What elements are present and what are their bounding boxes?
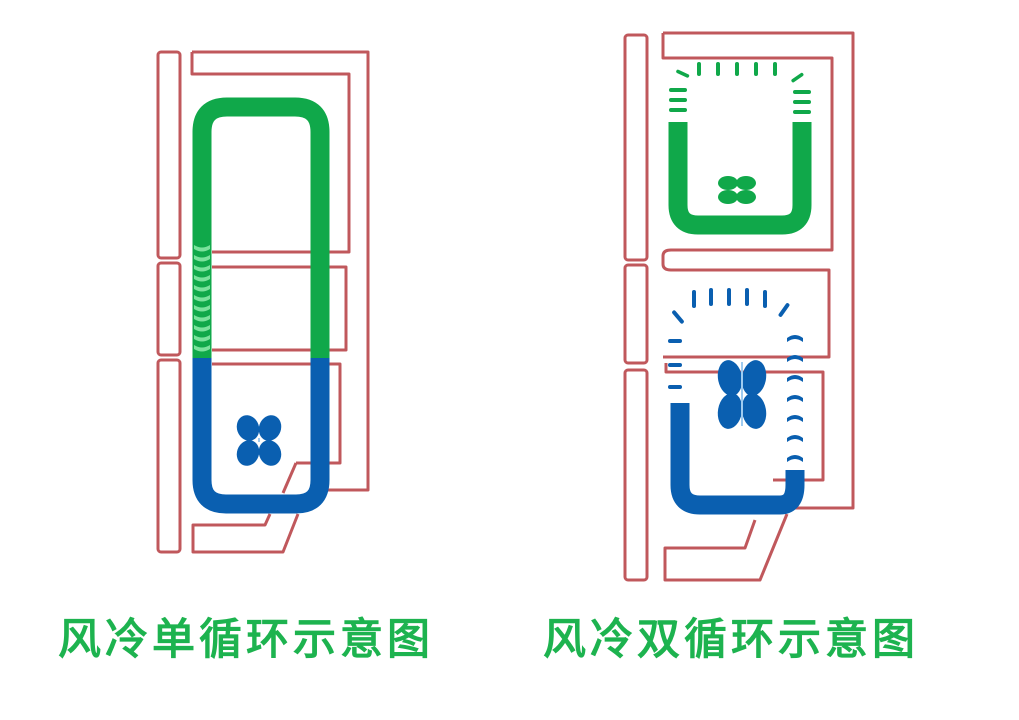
fridge-airflow-loop: [668, 62, 812, 235]
single-circulation-caption: 风冷单循环示意图: [58, 615, 434, 665]
return-air-waves: [669, 62, 811, 114]
freezer-airflow-loop: [668, 288, 805, 515]
cabinet-outline: [156, 50, 370, 554]
fan-icon: [236, 415, 282, 466]
fan-icon: [718, 176, 756, 204]
dual-circulation-caption: 风冷双循环示意图: [543, 615, 919, 665]
fridge-airflow-loop: [192, 97, 330, 360]
return-air-waves: [194, 245, 210, 352]
supply-air-waves: [668, 288, 803, 462]
fan-icon: [717, 360, 767, 429]
cabinet-outline: [623, 31, 855, 582]
freezer-airflow-loop: [192, 358, 330, 514]
dual-circulation-diagram: [623, 31, 855, 582]
single-circulation-diagram: [156, 50, 370, 554]
